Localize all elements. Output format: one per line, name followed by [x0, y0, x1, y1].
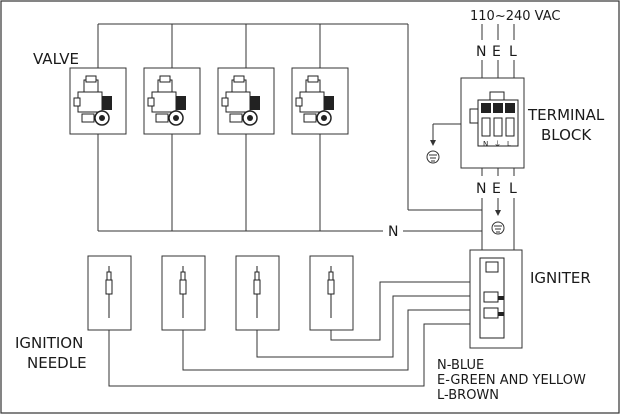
supply-terminal-e: E — [492, 44, 501, 60]
ignition-needle-2 — [161, 255, 206, 331]
valve-3 — [217, 67, 275, 135]
supply-terminal-l: L — [509, 44, 517, 60]
needle-wire-3 — [256, 295, 470, 358]
supply-voltage-label: 110~240 VAC — [470, 9, 560, 24]
terminal-block-label-line1: TERMINAL — [527, 106, 605, 124]
block-mark-n: N — [483, 140, 488, 148]
legend-e: E-GREEN AND YELLOW — [437, 373, 586, 388]
needle-wire-1 — [108, 323, 470, 387]
needle-wire-2 — [182, 309, 470, 371]
valve-1 — [69, 67, 127, 135]
ignition-needle-label-line2: NEEDLE — [27, 354, 87, 372]
igniter-label: IGNITER — [530, 269, 591, 287]
needle-wire-4 — [330, 281, 470, 341]
supply-terminal-n: N — [476, 44, 486, 60]
output-terminal-labels: N E L — [476, 181, 517, 197]
ignition-needle-label-line1: IGNITION — [15, 334, 83, 352]
output-terminal-l: L — [509, 181, 517, 197]
output-terminal-e: E — [492, 181, 501, 197]
valve-label: VALVE — [33, 50, 79, 68]
ignition-needle-1 — [87, 255, 132, 331]
valve-4 — [291, 67, 349, 135]
block-mark-l: L — [507, 140, 511, 148]
legend-l: L-BROWN — [437, 388, 499, 403]
wire-color-legend: N-BLUE E-GREEN AND YELLOW L-BROWN — [437, 358, 586, 403]
terminal-block-label-line2: BLOCK — [541, 126, 592, 144]
ground-symbol-lower — [491, 198, 505, 235]
output-terminal-n: N — [476, 181, 486, 197]
igniter-icon — [479, 257, 505, 339]
ignition-needle-3 — [235, 255, 280, 331]
terminal-block-icon: N ⏚ L — [469, 91, 519, 148]
ground-symbol-upper — [426, 123, 461, 164]
legend-n: N-BLUE — [437, 358, 484, 373]
ignition-needle-4 — [309, 255, 354, 331]
supply-terminal-labels: N E L — [476, 44, 517, 60]
neutral-wire-label: N — [388, 224, 398, 240]
valve-2 — [143, 67, 201, 135]
block-mark-e: ⏚ — [494, 140, 501, 148]
